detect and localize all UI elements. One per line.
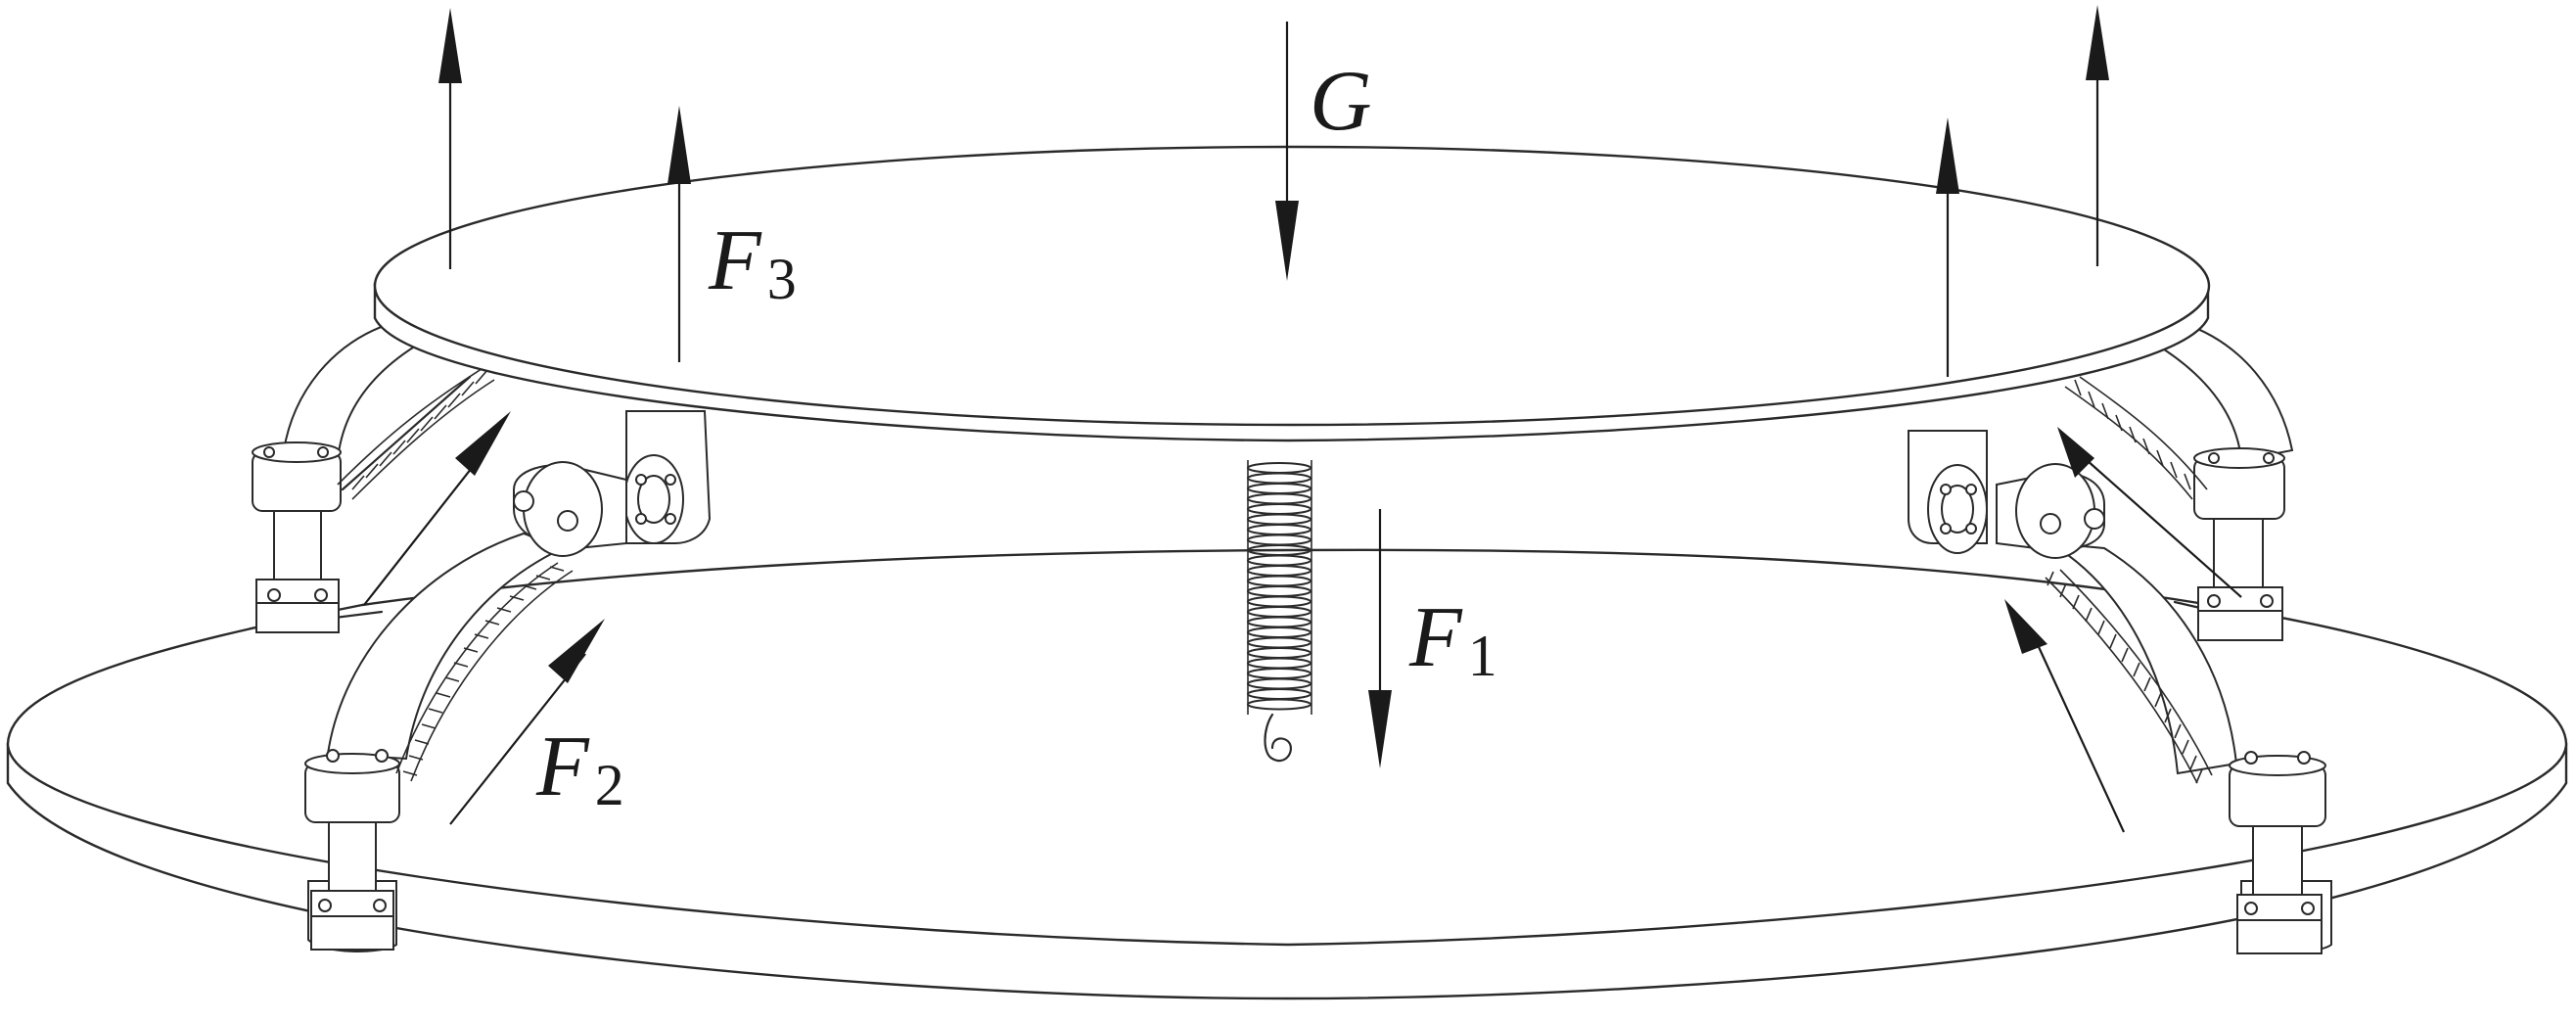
force-arrow-g xyxy=(1275,22,1299,281)
right-rear-spring-coils xyxy=(2064,376,2208,500)
center-spring-coils xyxy=(1247,462,1311,711)
top-plate xyxy=(373,145,2211,442)
force-arrow-right-inner xyxy=(1936,117,1959,377)
right-hinge-mount xyxy=(1908,430,1988,554)
spring-coil xyxy=(1247,534,1311,546)
spring-coil xyxy=(1247,698,1311,711)
left-front-spring-coils xyxy=(395,562,574,782)
force-arrow-right-front xyxy=(2004,599,2125,833)
force-arrow-f3-left xyxy=(667,106,691,362)
right-front-spring-coils xyxy=(2045,569,2213,784)
left-hinge-mount xyxy=(623,410,712,544)
right-front-leg xyxy=(1996,463,2326,954)
center-spring xyxy=(1247,460,1312,763)
force-arrow-far-right xyxy=(2086,5,2109,266)
spring-coil xyxy=(1247,483,1311,494)
spring-coil xyxy=(1247,524,1311,535)
force-arrow-far-left xyxy=(438,8,462,269)
spring-coil xyxy=(1247,472,1311,485)
force-arrow-f1 xyxy=(1368,509,1392,768)
left-rear-spring-coils xyxy=(351,369,488,490)
right-rear-leg xyxy=(2064,321,2294,641)
spring-coil xyxy=(1247,513,1311,526)
left-front-leg xyxy=(304,461,627,951)
label-g: G xyxy=(1310,54,1372,149)
left-rear-leg xyxy=(252,321,495,633)
spring-coil xyxy=(1247,492,1311,505)
force-arrow-right-rear xyxy=(2057,427,2242,598)
spring-coil xyxy=(1247,503,1311,515)
force-arrow-left-rear xyxy=(363,411,511,606)
spring-coil xyxy=(1247,462,1311,474)
force-arrow-f2-left-front xyxy=(449,619,605,825)
base-plate xyxy=(6,548,2568,1000)
